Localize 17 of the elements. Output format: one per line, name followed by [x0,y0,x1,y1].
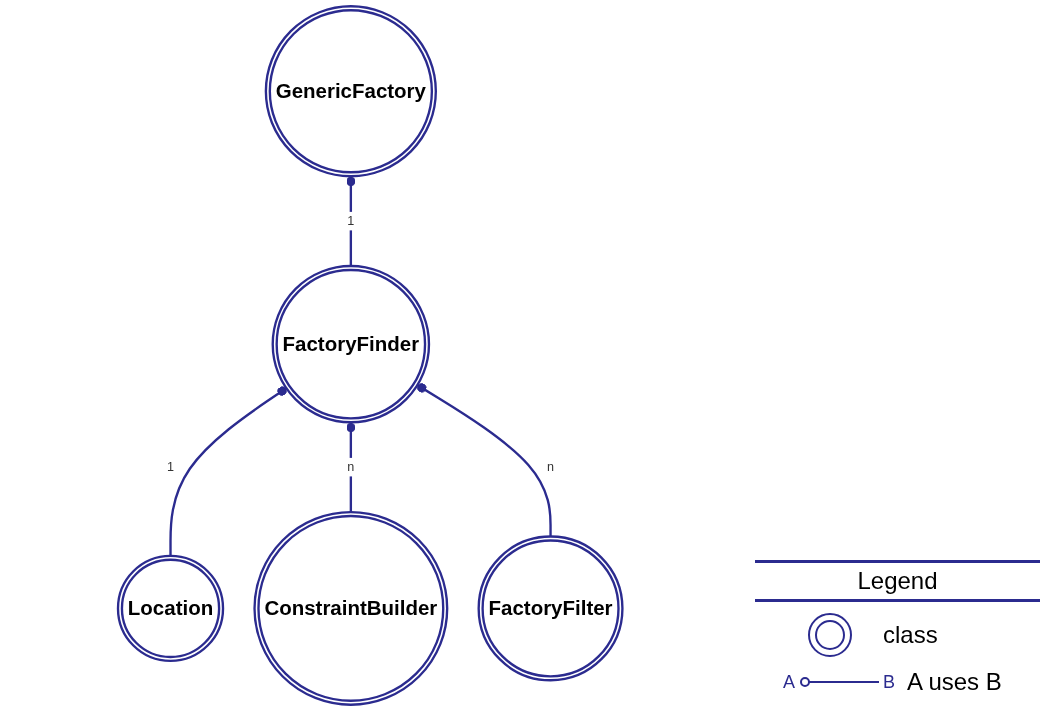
legend-title: Legend [856,566,939,596]
endpoint-label: B [883,671,896,693]
edge-label: 1 [166,460,174,474]
node-circle: ConstraintBuilder [253,510,449,706]
connector [416,383,552,537]
node-circle: GenericFactory [264,5,437,178]
edge-label: n [546,460,554,474]
edge-label: n [347,460,355,474]
edge-label: 1 [347,214,355,228]
connector [345,422,356,513]
connector [169,386,287,556]
legend-text: A uses B [907,668,1002,696]
endpoint-label: A [783,671,795,693]
node-circle: FactoryFilter [477,535,624,682]
node-circle: FactoryFinder [271,264,430,424]
connector [345,176,356,266]
legend-text: class [883,621,938,649]
